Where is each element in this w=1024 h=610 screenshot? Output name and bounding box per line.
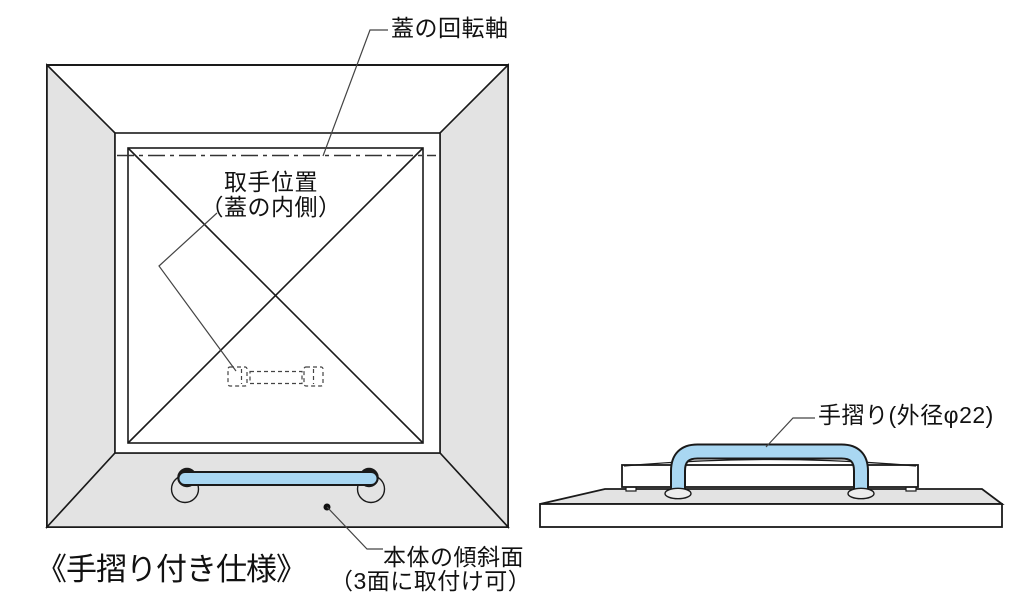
handle-position-label: 取手位置 （蓋の内側） [190, 170, 352, 220]
side-handrail-left-base [664, 487, 692, 500]
drawing-title: 《手摺り付き仕様》 [36, 552, 307, 587]
plan-view [45, 63, 510, 530]
hidden-handle-symbol [227, 366, 324, 387]
side-body-top-face [539, 488, 1005, 505]
hidden-handle-left-foot [227, 366, 248, 387]
rotation-axis-leader [322, 29, 388, 157]
plan-bottom-inclined-face [45, 452, 510, 528]
hidden-handle-right-foot [303, 366, 324, 387]
lid-diagonal-2 [127, 147, 424, 444]
inclined-face-label-line2: （3面に取付け可） [330, 568, 532, 594]
hidden-handle-grip-bar [249, 370, 303, 385]
plan-left-inclined-face [46, 63, 116, 530]
inclined-face-leader [326, 506, 383, 550]
inclined-face-label-line1: 本体の傾斜面 [383, 544, 524, 570]
side-handrail-right-base [847, 487, 875, 500]
handle-position-label-line2: （蓋の内側） [200, 194, 342, 220]
side-body-front-face [539, 503, 1003, 528]
side-view [539, 443, 1005, 528]
rotation-axis-label: 蓋の回転軸 [391, 15, 509, 41]
plan-right-inclined-face [439, 63, 509, 530]
handrail-label: 手摺り(外径φ22) [818, 402, 994, 428]
handle-position-label-line1: 取手位置 [224, 169, 318, 195]
handle-position-leader [158, 212, 237, 372]
handrail-leader [765, 417, 815, 448]
side-handrail-tube [672, 445, 867, 497]
plan-handrail [170, 467, 386, 504]
leader-lines [158, 29, 815, 550]
side-lid-outline [621, 464, 919, 488]
